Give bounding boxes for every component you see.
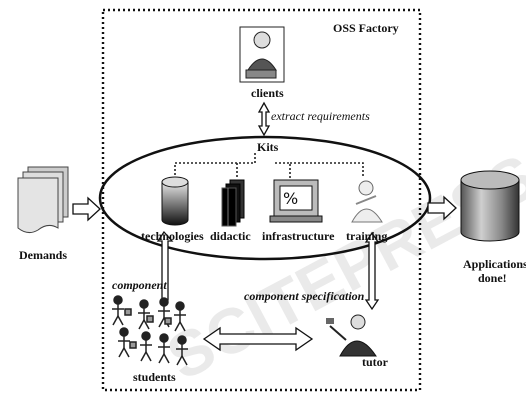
- factory-border: [101, 8, 422, 392]
- applications-icon: [460, 170, 520, 242]
- applications-label: Applications: [463, 257, 526, 271]
- kits-ellipse: [98, 135, 432, 261]
- students-icon: [112, 295, 188, 366]
- tutor-icon: [326, 314, 377, 357]
- tutor-label: tutor: [362, 355, 388, 369]
- component-specification-label: component specification: [244, 289, 365, 303]
- demands-icon: [17, 166, 69, 234]
- technologies-icon: [161, 176, 189, 226]
- clients-label: clients: [251, 86, 284, 100]
- applications-arrow: [427, 195, 457, 221]
- spec-arrow: [364, 231, 380, 311]
- kit-item-training: training: [346, 229, 388, 243]
- kits-connectors: [174, 153, 364, 178]
- infrastructure-icon: %: [269, 179, 323, 223]
- component-label: component: [112, 278, 167, 292]
- extract-requirements-label: extract requirements: [271, 109, 370, 123]
- kit-item-technologies: technologies: [141, 229, 204, 243]
- factory-title: OSS Factory: [333, 21, 399, 35]
- demands-label: Demands: [19, 248, 68, 262]
- clients-kits-arrow: [257, 101, 271, 137]
- kits-label: Kits: [257, 140, 279, 154]
- kit-item-infrastructure: infrastructure: [262, 229, 335, 243]
- students-label: students: [133, 370, 176, 384]
- clients-icon: [239, 26, 285, 83]
- applications-done-label: done!: [478, 271, 507, 285]
- students-tutor-arrow: [202, 326, 314, 352]
- svg-text:%: %: [283, 189, 298, 208]
- training-icon: [351, 180, 383, 223]
- kit-item-didactic: didactic: [210, 229, 251, 243]
- demands-arrow: [72, 196, 101, 222]
- didactic-icon: [221, 179, 245, 227]
